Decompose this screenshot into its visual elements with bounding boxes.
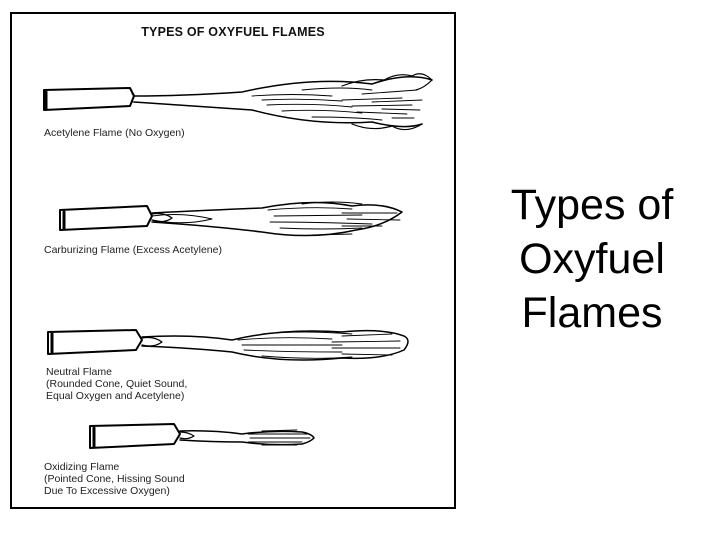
slide-title: Types of Oxyfuel Flames xyxy=(474,178,710,340)
neutral-flame-drawing xyxy=(47,329,409,361)
flame-illustrations xyxy=(43,73,433,449)
oxidizing-flame-drawing xyxy=(89,423,315,449)
slide-title-line: Types of xyxy=(510,181,674,229)
carburizing-flame-caption: Carburizing Flame (Excess Acetylene) xyxy=(44,244,222,256)
neutral-flame-caption: Neutral Flame (Rounded Cone, Quiet Sound… xyxy=(46,366,188,402)
diagram-title: TYPES OF OXYFUEL FLAMES xyxy=(141,25,325,39)
acetylene-flame-caption: Acetylene Flame (No Oxygen) xyxy=(44,127,185,139)
flame-diagram-panel: TYPES OF OXYFUEL FLAMES xyxy=(10,12,456,509)
carburizing-flame-drawing xyxy=(59,201,403,237)
oxidizing-flame-caption: Oxidizing Flame (Pointed Cone, Hissing S… xyxy=(44,461,185,497)
slide-title-line: Oxyfuel xyxy=(519,235,665,283)
acetylene-flame-drawing xyxy=(43,73,433,131)
slide-title-line: Flames xyxy=(521,289,663,337)
